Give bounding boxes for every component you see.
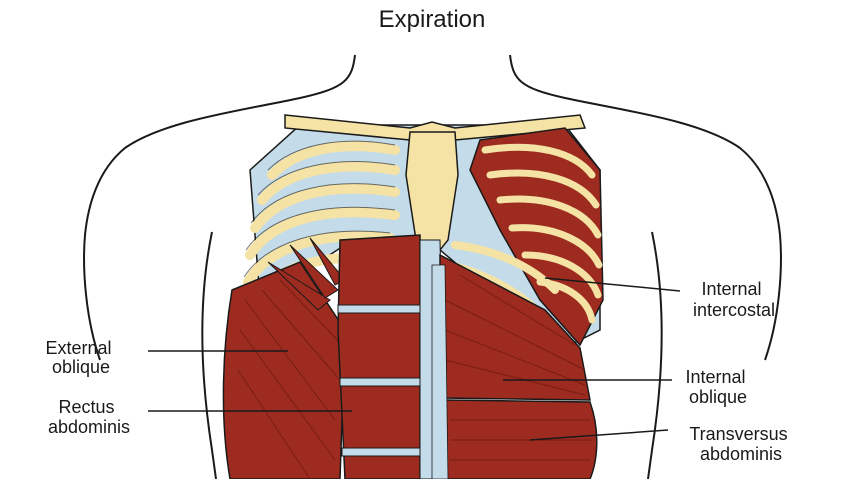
posterior-rectus-sheath — [432, 265, 448, 479]
label-transversus-abdominis: Transversus abdominis — [689, 424, 792, 464]
diagram-title: Expiration — [379, 6, 486, 33]
label-internal-oblique: Internal oblique — [685, 367, 750, 407]
label-rectus-abdominis: Rectus abdominis — [48, 397, 130, 437]
label-external-oblique: External oblique — [45, 338, 116, 377]
label-internal-intercostal: Internal intercostal — [693, 279, 775, 320]
rectus-abdominis-muscle — [338, 235, 420, 479]
